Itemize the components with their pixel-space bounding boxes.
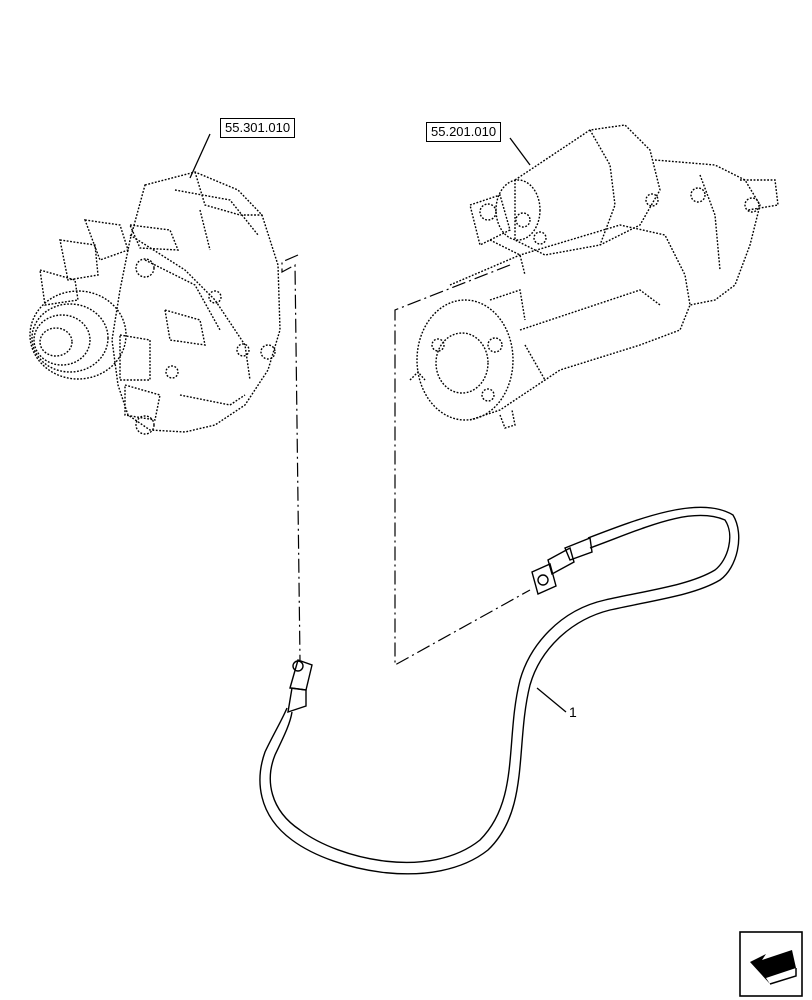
battery-cable	[259, 506, 740, 875]
starter-motor	[409, 124, 779, 429]
starter-reference-label[interactable]: 55.201.010	[426, 122, 502, 142]
alternator-reference-label[interactable]: 55.301.010	[220, 118, 296, 138]
cable-callout-number: 1	[569, 704, 577, 720]
arrow-nav-icon[interactable]	[739, 931, 803, 997]
connection-lines	[281, 254, 531, 667]
leader-lines	[189, 133, 567, 713]
alternator	[29, 171, 281, 435]
